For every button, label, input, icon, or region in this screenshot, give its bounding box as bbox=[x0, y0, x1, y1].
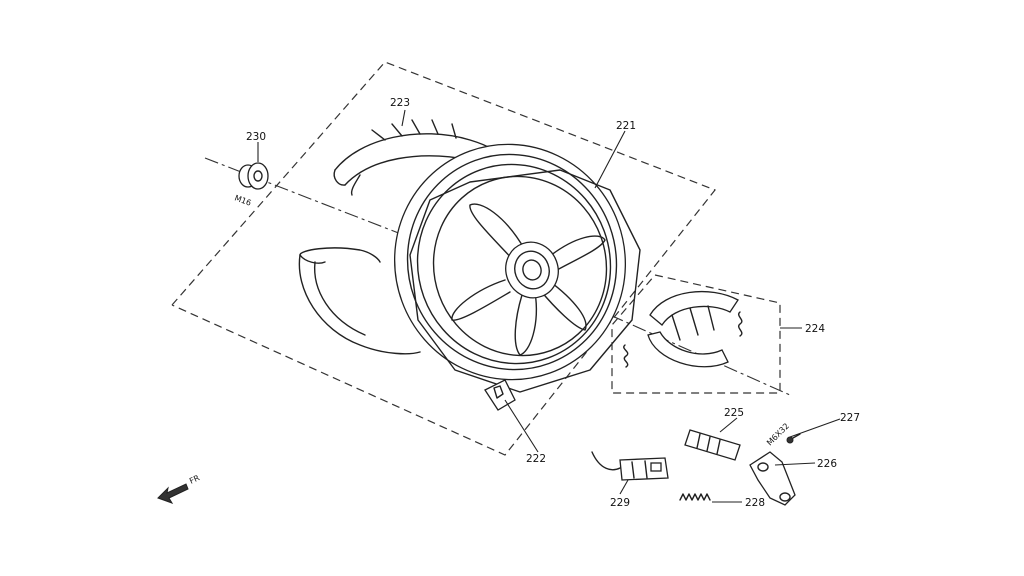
brake-shoe-assembly bbox=[611, 274, 781, 394]
callout-labels: 230 223 221 222 224 225 227 226 228 229 bbox=[246, 97, 860, 509]
leader-lines bbox=[257, 109, 841, 503]
brake-arm bbox=[749, 451, 796, 506]
valve-stem bbox=[484, 379, 516, 411]
brake-switch bbox=[591, 451, 669, 481]
wheel-rim bbox=[393, 143, 641, 393]
callout-229: 229 bbox=[610, 497, 630, 509]
callout-230: 230 bbox=[246, 131, 266, 143]
direction-note: FR bbox=[188, 473, 201, 486]
callout-227: 227 bbox=[840, 412, 860, 424]
callout-223: 223 bbox=[390, 97, 410, 109]
callout-225: 225 bbox=[724, 407, 744, 419]
bolt-size-note: M6X32 bbox=[765, 421, 791, 447]
front-direction-arrow bbox=[157, 483, 189, 504]
callout-224: 224 bbox=[805, 323, 825, 335]
callout-228: 228 bbox=[745, 497, 765, 509]
callout-226: 226 bbox=[817, 458, 837, 470]
callout-222: 222 bbox=[526, 453, 546, 465]
return-spring bbox=[679, 493, 711, 501]
brake-cam bbox=[684, 429, 741, 461]
callout-221: 221 bbox=[616, 120, 636, 132]
nut-size-note: M16 bbox=[233, 193, 252, 207]
axle-nut bbox=[238, 162, 269, 190]
assembly-boundary bbox=[171, 61, 716, 456]
bolt bbox=[786, 433, 801, 444]
